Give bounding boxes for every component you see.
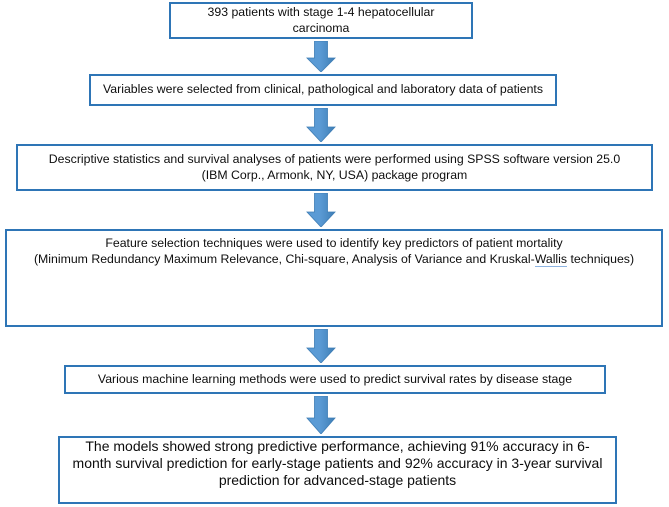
flow-node-results: The models showed strong predictive perf… [58,436,617,504]
flow-node-variables-label: Variables were selected from clinical, p… [103,82,543,97]
flow-node-feature-selection: Feature selection techniques were used t… [5,229,663,327]
flow-node-results-label: The models showed strong predictive perf… [72,438,603,488]
arrow-down-icon [305,396,337,434]
feature-selection-line-2-after: techniques) [567,251,635,266]
arrow-down-icon [305,329,337,363]
flow-node-cohort-label: 393 patients with stage 1-4 hepatocellul… [207,4,435,35]
flow-node-statistics: Descriptive statistics and survival anal… [16,144,653,191]
arrow-down-icon [305,108,337,142]
arrow-down-icon [305,193,337,227]
feature-selection-line-1: Feature selection techniques were used t… [105,236,563,250]
flow-node-cohort: 393 patients with stage 1-4 hepatocellul… [169,2,473,39]
arrow-down-icon [305,41,337,72]
flow-node-variables: Variables were selected from clinical, p… [89,74,557,106]
feature-selection-spellcheck-word: Wallis [534,251,568,267]
flow-node-machine-learning-label: Various machine learning methods were us… [97,371,573,386]
flow-node-feature-selection-label: Feature selection techniques were used t… [26,231,642,267]
feature-selection-line-2-before: (Minimum Redundancy Maximum Relevance, C… [33,251,535,266]
flow-node-statistics-label: Descriptive statistics and survival anal… [48,151,621,182]
flow-node-machine-learning: Various machine learning methods were us… [64,365,606,394]
